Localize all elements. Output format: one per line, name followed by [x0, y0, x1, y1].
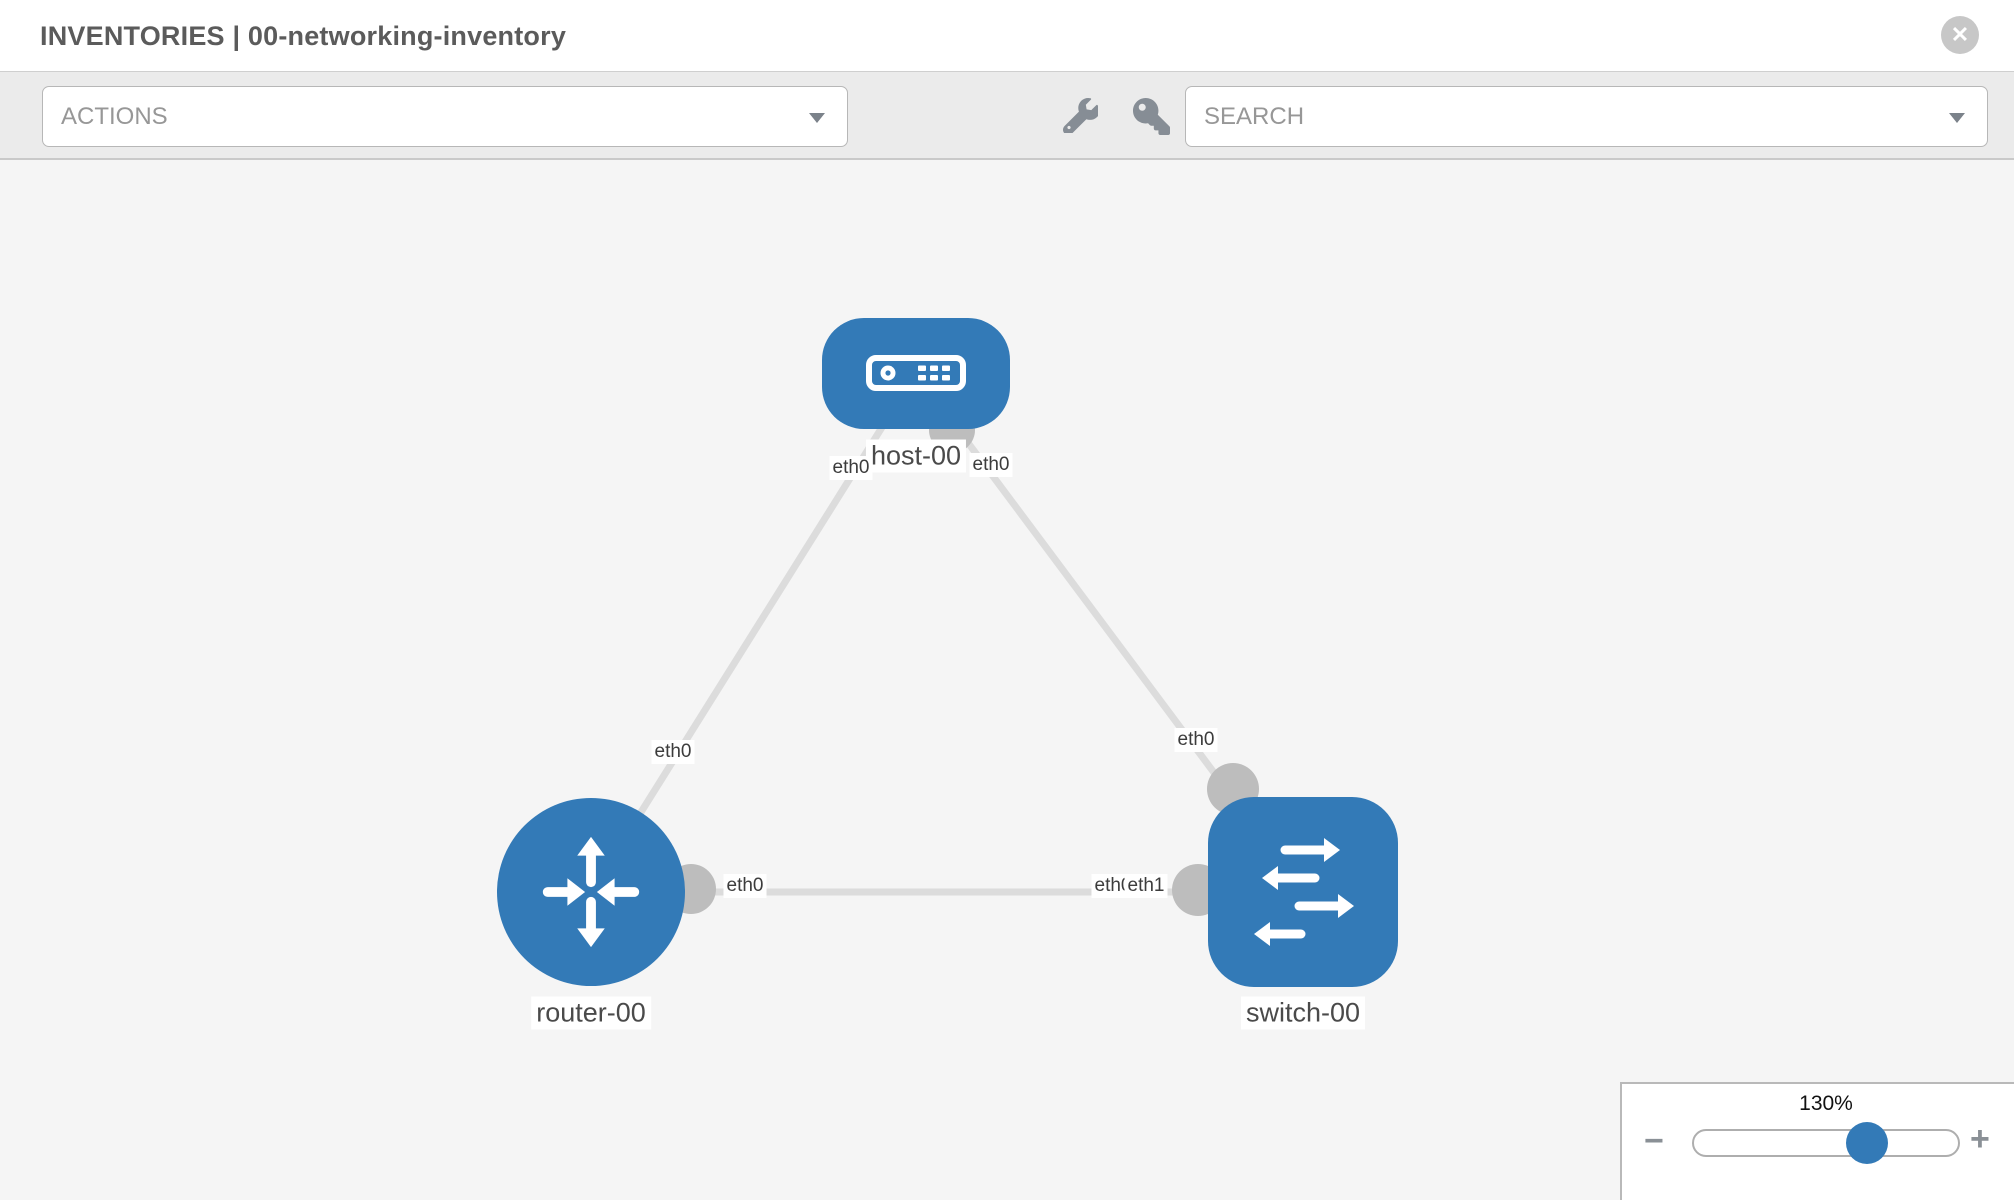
interface-label: eth0 — [1174, 728, 1218, 752]
search-dropdown[interactable]: SEARCH — [1185, 86, 1988, 147]
node-label-host-00: host-00 — [865, 439, 967, 473]
page-title: INVENTORIES | 00-networking-inventory — [40, 21, 567, 51]
interface-label: eth0 — [969, 453, 1013, 477]
minus-icon: − — [1644, 1122, 1664, 1160]
switch-icon — [1254, 838, 1354, 946]
interface-label: eth0 — [723, 874, 767, 898]
chevron-down-icon — [1949, 113, 1965, 123]
zoom-percentage: 130% — [1799, 1092, 1853, 1115]
close-icon: ✕ — [1950, 22, 1970, 47]
node-router-00[interactable] — [497, 798, 685, 986]
node-label-switch-00: switch-00 — [1240, 996, 1366, 1030]
actions-dropdown-label: ACTIONS — [61, 103, 168, 130]
interface-label: eth1 — [1124, 874, 1168, 898]
interface-label: eth0 — [829, 456, 873, 480]
interface-label: eth0 — [651, 740, 695, 764]
node-label-router-00: router-00 — [531, 996, 651, 1030]
search-dropdown-label: SEARCH — [1204, 103, 1305, 130]
node-host-00[interactable] — [822, 317, 1010, 429]
router-icon — [542, 836, 640, 948]
close-button[interactable]: ✕ — [1941, 16, 1979, 54]
zoom-slider-track[interactable] — [1692, 1122, 1960, 1164]
zoom-slider-thumb[interactable] — [1845, 1122, 1888, 1164]
node-switch-00[interactable] — [1208, 797, 1398, 987]
zoom-out-button[interactable]: − — [1644, 1124, 1664, 1158]
wrench-icon[interactable] — [1063, 98, 1098, 133]
zoom-panel: 130% − + — [1620, 1082, 2014, 1200]
zoom-in-button[interactable]: + — [1970, 1122, 1990, 1156]
topology-canvas[interactable]: 130% − + host-00 router-00 switch-00 eth0… — [0, 160, 2014, 1200]
key-icon[interactable] — [1133, 98, 1170, 135]
chevron-down-icon — [809, 113, 825, 123]
toolbar: ACTIONS SEARCH — [0, 72, 2014, 160]
topology-links-layer — [588, 370, 1306, 916]
plus-icon: + — [1970, 1120, 1990, 1158]
header: INVENTORIES | 00-networking-inventory ✕ — [0, 0, 2014, 72]
actions-dropdown[interactable]: ACTIONS — [42, 86, 848, 147]
host-icon — [866, 355, 966, 391]
